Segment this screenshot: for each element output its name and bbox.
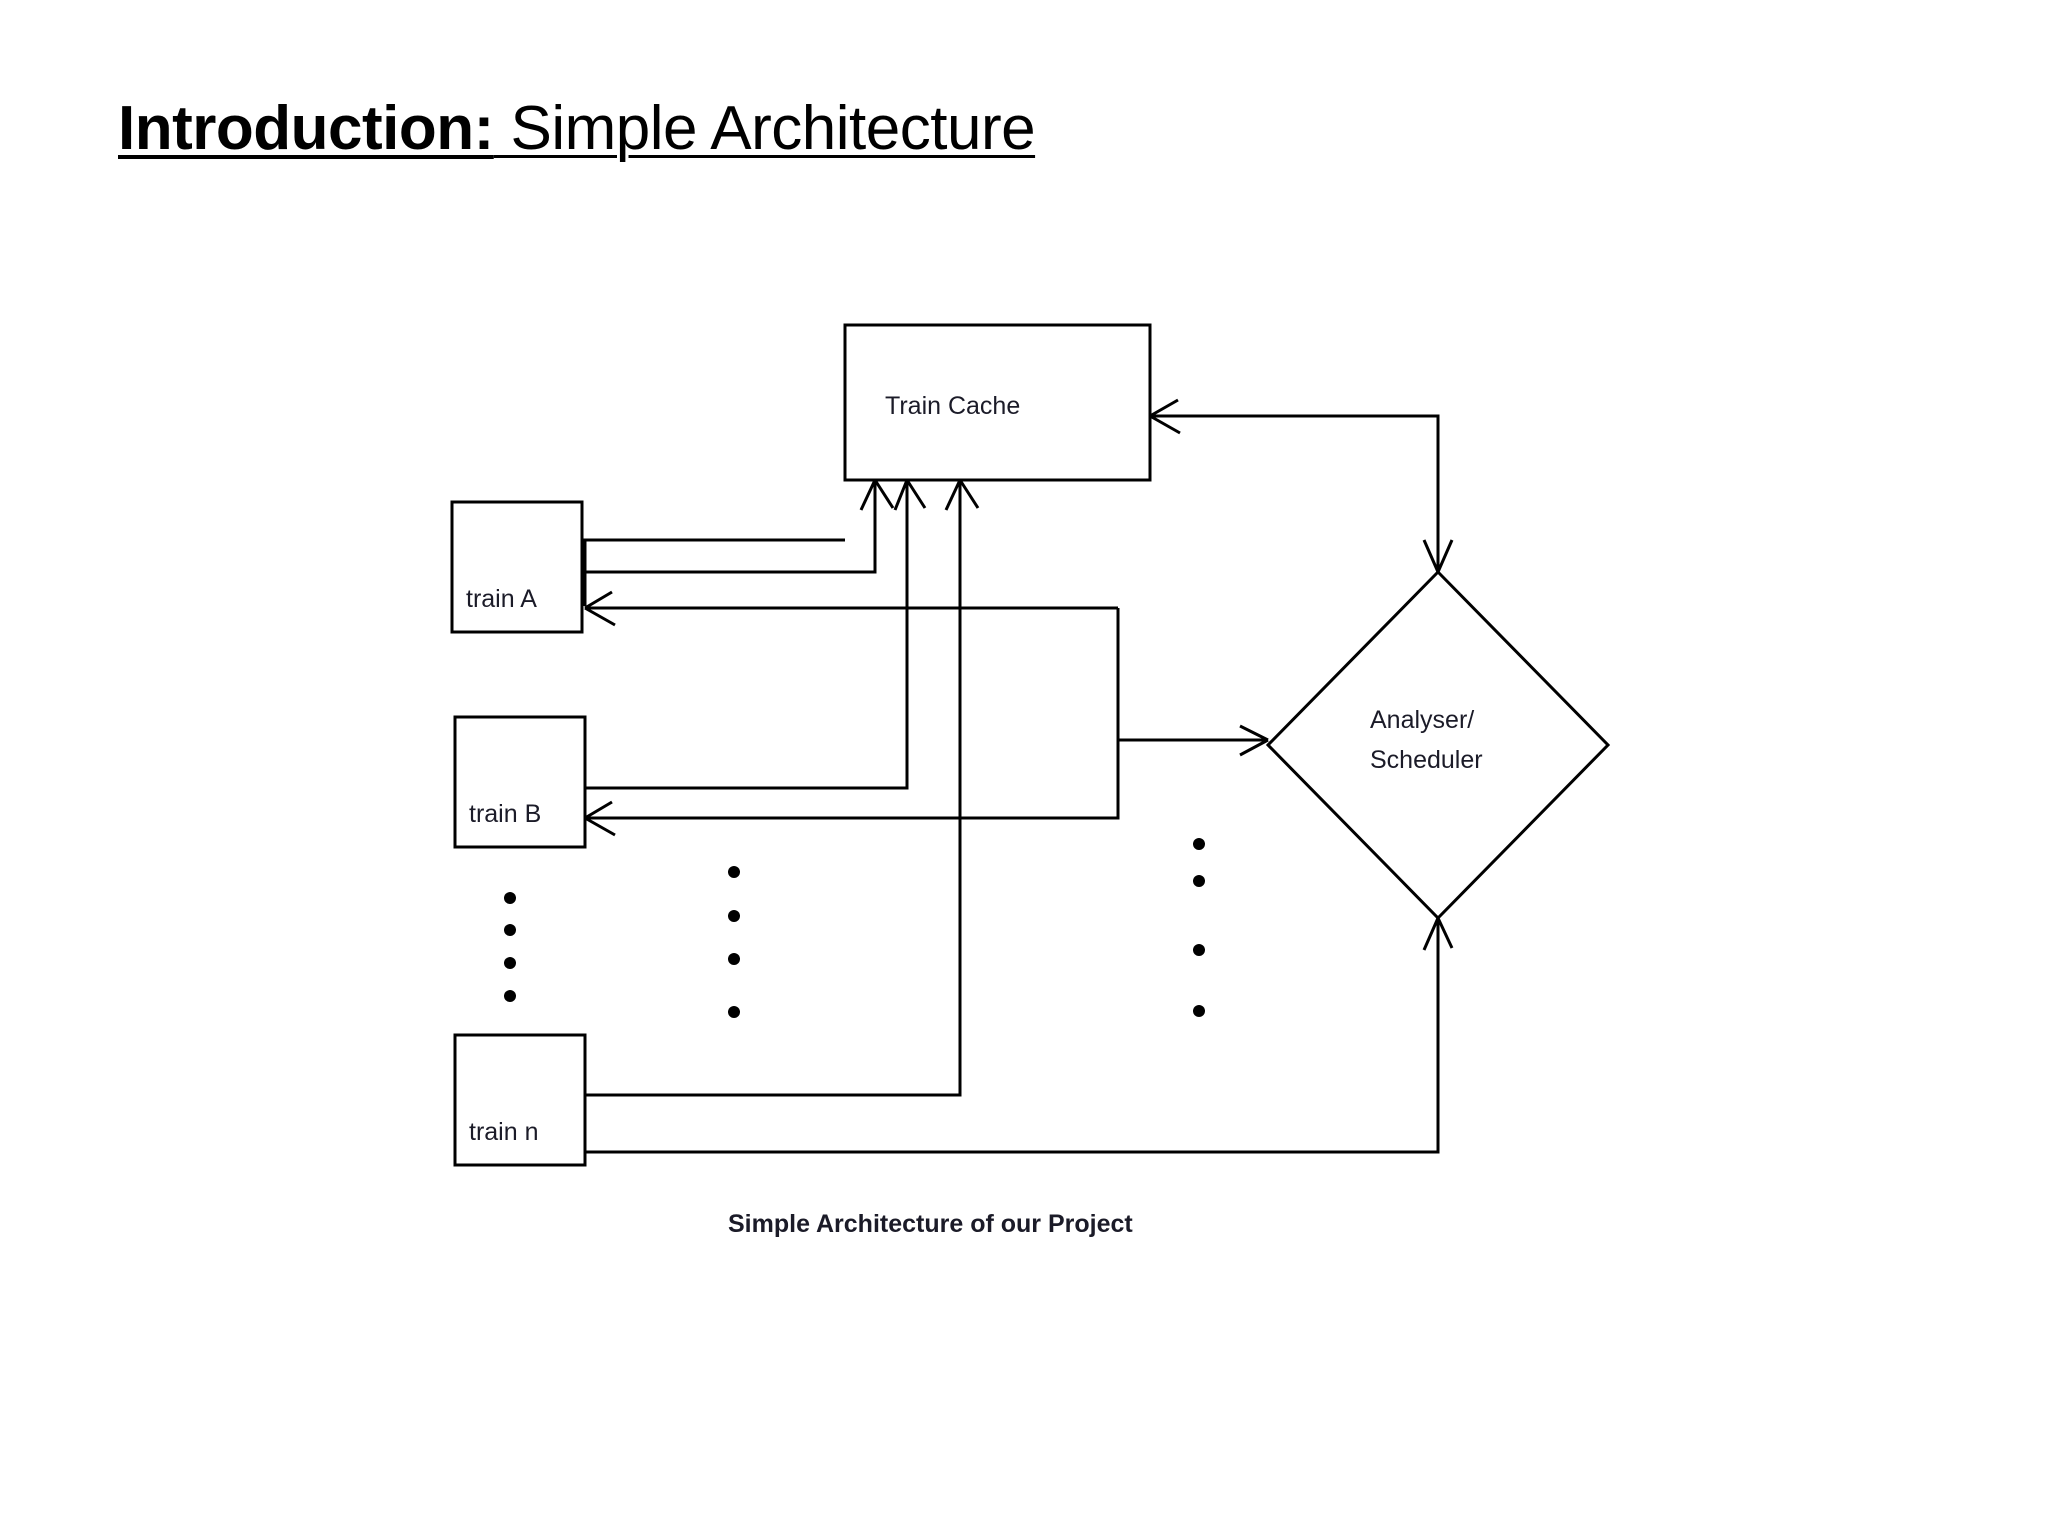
analyser-scheduler-label-line2: Scheduler [1370, 746, 1483, 774]
ellipsis-dot [728, 1006, 740, 1018]
node-train-b[interactable]: train B [453, 715, 587, 849]
node-train-a[interactable]: train A [450, 500, 584, 634]
train-n-box[interactable] [453, 1033, 587, 1167]
train-b-label: train B [469, 800, 541, 828]
page-title: Introduction: Simple Architecture [118, 94, 1036, 163]
ellipsis-dot [728, 953, 740, 965]
ellipsis-dot [728, 866, 740, 878]
page-title-bold: Introduction: [118, 94, 494, 163]
ellipsis-dot [504, 924, 516, 936]
edge-train-a-to-cache [582, 479, 895, 574]
edge-train-n-to-cache [585, 479, 980, 1097]
node-train-cache[interactable]: Train Cache [843, 323, 1152, 482]
ellipsis-dot [504, 990, 516, 1002]
edge-cache-to-analyser [1118, 724, 1269, 757]
ellipsis-dot [1193, 944, 1205, 956]
node-analyser-scheduler[interactable]: Analyser/ Scheduler [1265, 569, 1611, 921]
train-cache-label: Train Cache [885, 392, 1020, 420]
edge-analyser-to-cache [1149, 398, 1454, 573]
train-a-label: train A [466, 585, 537, 613]
trains-ellipsis [504, 892, 516, 1002]
ellipsis-dot [504, 957, 516, 969]
node-train-n[interactable]: train n [453, 1033, 587, 1167]
ellipsis-dot [728, 910, 740, 922]
ellipsis-dot [1193, 838, 1205, 850]
train-b-box[interactable] [453, 715, 587, 849]
train-a-box[interactable] [450, 500, 584, 634]
right-ellipsis [1193, 838, 1205, 1017]
edge-train-n-to-analyser [585, 917, 1454, 1154]
ellipsis-dot [504, 892, 516, 904]
ellipsis-dot [1193, 1005, 1205, 1017]
page-title-plain: Simple Architecture [493, 94, 1036, 163]
edge-cache-to-train-b [584, 608, 1120, 837]
diagram-caption: Simple Architecture of our Project [728, 1210, 1133, 1238]
mid-ellipsis [728, 866, 740, 1018]
analyser-scheduler-label-line1: Analyser/ [1370, 706, 1474, 734]
edge-train-b-to-cache [585, 479, 927, 790]
train-n-label: train n [469, 1118, 538, 1146]
edge-cache-to-train-a [583, 538, 1118, 627]
analyser-scheduler-diamond[interactable] [1265, 569, 1611, 921]
ellipsis-dot [1193, 875, 1205, 887]
train-cache-box[interactable] [843, 323, 1152, 482]
